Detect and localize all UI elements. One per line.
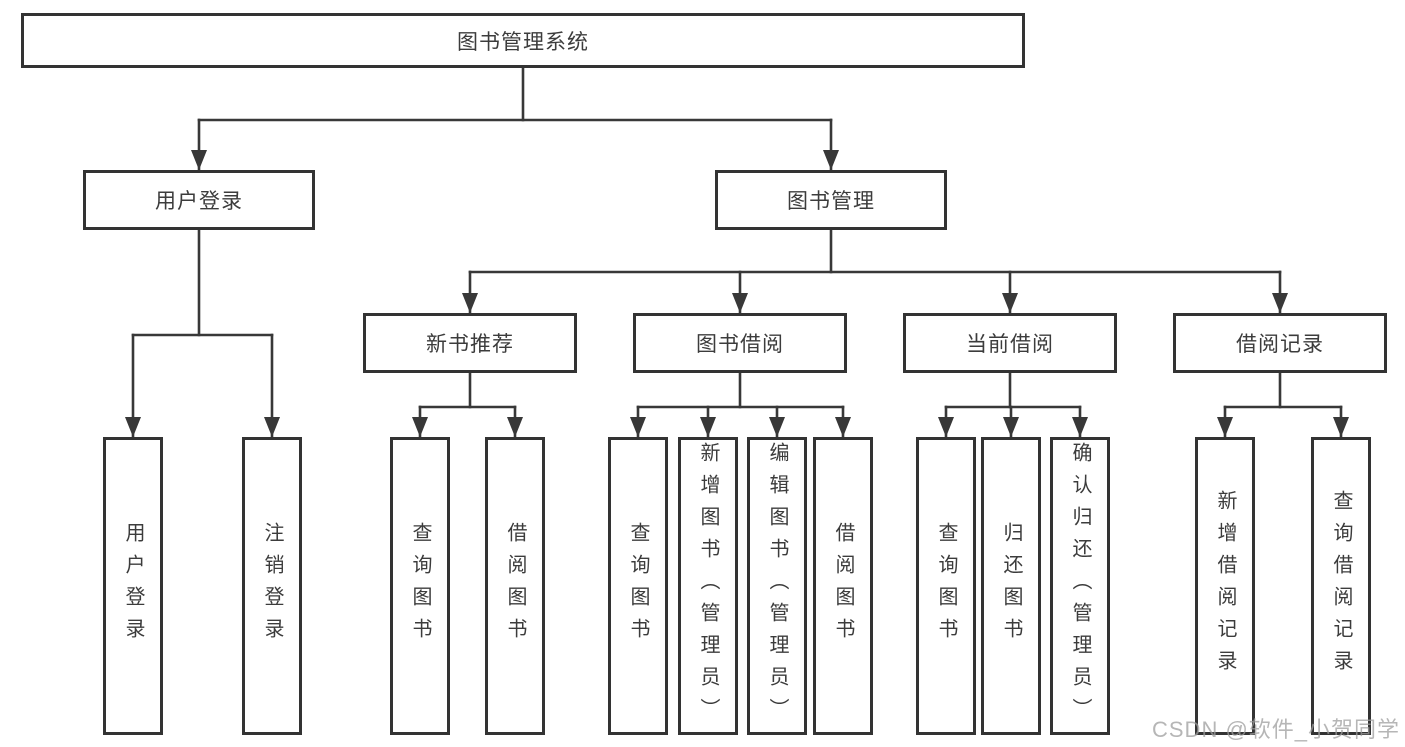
node-current-borrowing-label: 当前借阅: [966, 333, 1054, 356]
leaf-return-books-label: 归还图书: [1000, 522, 1022, 650]
leaf-logout: 注销登录: [242, 437, 302, 735]
leaf-query-books-borrowing-label: 查询图书: [627, 522, 649, 650]
leaf-query-books-recommend: 查询图书: [390, 437, 450, 735]
leaf-add-books-admin: 新增图书（管理员）: [678, 437, 738, 735]
leaf-borrow-books-borrowing-label: 借阅图书: [832, 522, 854, 650]
node-borrow-records-label: 借阅记录: [1236, 333, 1324, 356]
leaf-borrow-books-recommend-label: 借阅图书: [504, 522, 526, 650]
node-book-borrowing-label: 图书借阅: [696, 333, 784, 356]
node-new-book-recommend: 新书推荐: [363, 313, 577, 373]
leaf-add-borrow-record-label: 新增借阅记录: [1214, 490, 1236, 682]
node-book-management: 图书管理: [715, 170, 947, 230]
leaf-edit-books-admin-label: 编辑图书（管理员）: [766, 442, 788, 730]
leaf-query-books-current-label: 查询图书: [935, 522, 957, 650]
leaf-logout-label: 注销登录: [261, 522, 283, 650]
node-user-login: 用户登录: [83, 170, 315, 230]
leaf-user-login-label: 用户登录: [122, 522, 144, 650]
leaf-query-books-current: 查询图书: [916, 437, 976, 735]
node-book-management-label: 图书管理: [787, 190, 875, 213]
leaf-return-books: 归还图书: [981, 437, 1041, 735]
csdn-watermark: CSDN @软件_小贺同学: [1152, 717, 1401, 742]
leaf-query-books-borrowing: 查询图书: [608, 437, 668, 735]
leaf-query-borrow-record-label: 查询借阅记录: [1330, 490, 1352, 682]
leaf-add-borrow-record: 新增借阅记录: [1195, 437, 1255, 735]
leaf-borrow-books-borrowing: 借阅图书: [813, 437, 873, 735]
node-current-borrowing: 当前借阅: [903, 313, 1117, 373]
node-user-login-label: 用户登录: [155, 190, 243, 213]
leaf-add-books-admin-label: 新增图书（管理员）: [697, 442, 719, 730]
node-borrow-records: 借阅记录: [1173, 313, 1387, 373]
leaf-edit-books-admin: 编辑图书（管理员）: [747, 437, 807, 735]
node-new-book-recommend-label: 新书推荐: [426, 333, 514, 356]
leaf-user-login: 用户登录: [103, 437, 163, 735]
leaf-query-books-recommend-label: 查询图书: [409, 522, 431, 650]
node-root-label: 图书管理系统: [457, 30, 589, 54]
node-book-borrowing: 图书借阅: [633, 313, 847, 373]
leaf-query-borrow-record: 查询借阅记录: [1311, 437, 1371, 735]
leaf-confirm-return-admin-label: 确认归还（管理员）: [1069, 442, 1091, 730]
leaf-borrow-books-recommend: 借阅图书: [485, 437, 545, 735]
node-root-library-system: 图书管理系统: [21, 13, 1025, 68]
leaf-confirm-return-admin: 确认归还（管理员）: [1050, 437, 1110, 735]
